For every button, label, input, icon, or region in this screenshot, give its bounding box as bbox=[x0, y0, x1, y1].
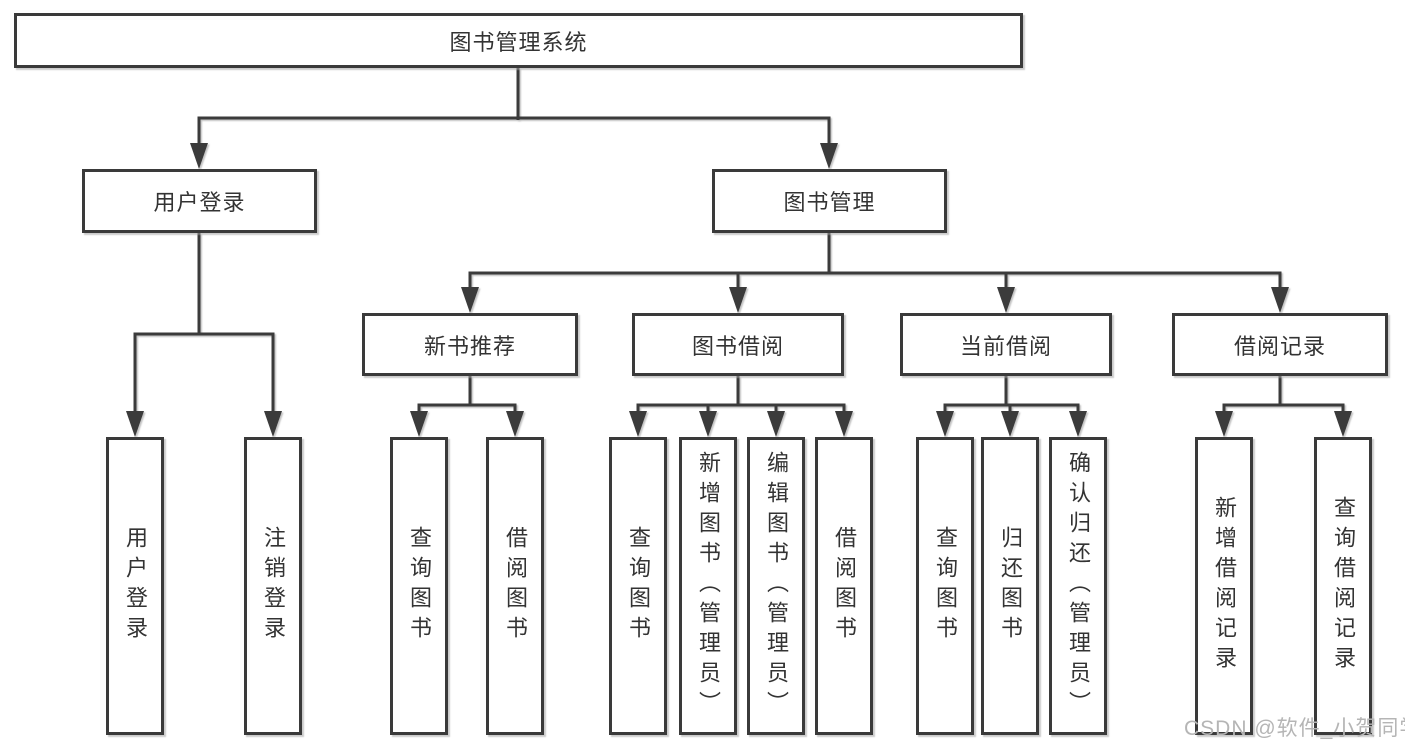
node-label: 确认归还（管理员） bbox=[1066, 451, 1091, 721]
node-label: 查询图书 bbox=[626, 526, 651, 646]
node-new-book-recommendation: 新书推荐 bbox=[362, 313, 578, 376]
node-query-books-1: 查询图书 bbox=[390, 437, 448, 735]
node-borrowing-records: 借阅记录 bbox=[1172, 313, 1388, 376]
node-add-borrow-record: 新增借阅记录 bbox=[1195, 437, 1253, 735]
node-label: 用户登录 bbox=[153, 190, 246, 215]
node-current-borrowing: 当前借阅 bbox=[900, 313, 1112, 376]
node-return-books: 归还图书 bbox=[981, 437, 1039, 735]
node-query-borrow-record: 查询借阅记录 bbox=[1314, 437, 1372, 735]
node-logout: 注销登录 bbox=[244, 437, 302, 735]
node-label: 图书借阅 bbox=[691, 333, 784, 359]
node-borrow-books-2: 借阅图书 bbox=[815, 437, 873, 735]
node-book-management: 图书管理 bbox=[712, 169, 947, 233]
node-query-books-2: 查询图书 bbox=[609, 437, 667, 735]
node-label: 借阅记录 bbox=[1233, 333, 1326, 359]
node-label: 编辑图书（管理员） bbox=[764, 451, 789, 721]
node-label: 新增图书（管理员） bbox=[696, 451, 721, 721]
node-book-borrowing: 图书借阅 bbox=[632, 313, 844, 376]
csdn-watermark: CSDN @软件_小贺同学 bbox=[1184, 717, 1405, 740]
node-label: 借阅图书 bbox=[503, 526, 528, 646]
node-label: 注销登录 bbox=[261, 526, 286, 646]
node-label: 图书管理 bbox=[783, 190, 876, 215]
node-query-books-3: 查询图书 bbox=[916, 437, 974, 735]
node-label: 查询图书 bbox=[407, 526, 432, 646]
node-label: 当前借阅 bbox=[959, 333, 1052, 359]
node-label: 图书管理系统 bbox=[449, 29, 588, 55]
node-edit-books-admin: 编辑图书（管理员） bbox=[747, 437, 805, 735]
node-library-management-system: 图书管理系统 bbox=[14, 13, 1023, 68]
node-label: 查询借阅记录 bbox=[1331, 496, 1356, 676]
node-label: 新书推荐 bbox=[423, 333, 516, 359]
node-borrow-books-1: 借阅图书 bbox=[486, 437, 544, 735]
node-label: 新增借阅记录 bbox=[1212, 496, 1237, 676]
node-confirm-return-admin: 确认归还（管理员） bbox=[1049, 437, 1107, 735]
node-user-login-leaf: 用户登录 bbox=[106, 437, 164, 735]
node-label: 查询图书 bbox=[933, 526, 958, 646]
node-add-books-admin: 新增图书（管理员） bbox=[679, 437, 737, 735]
node-label: 借阅图书 bbox=[832, 526, 857, 646]
node-user-login: 用户登录 bbox=[82, 169, 317, 233]
node-label: 归还图书 bbox=[998, 526, 1023, 646]
node-label: 用户登录 bbox=[123, 526, 148, 646]
